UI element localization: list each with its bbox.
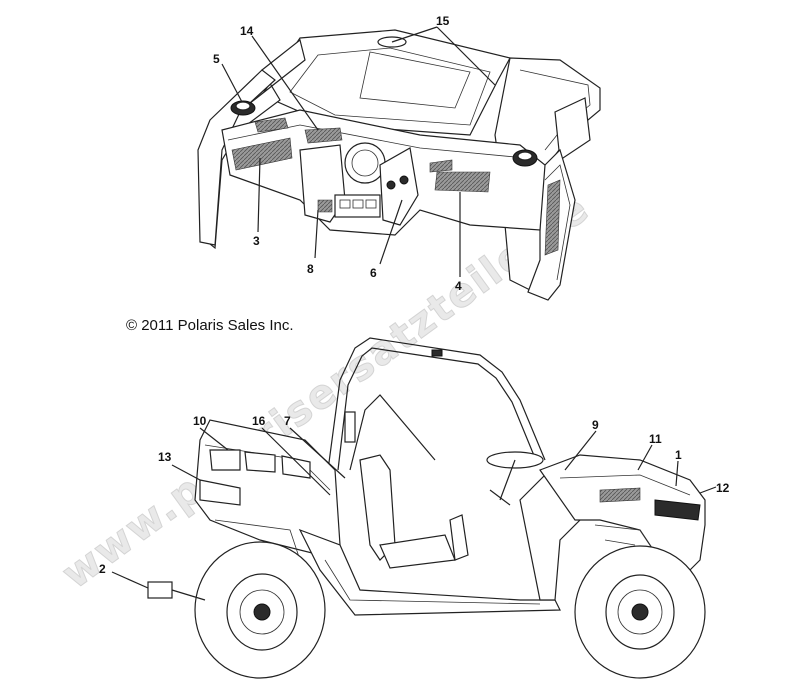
callout-7: 7 [284,414,291,428]
callout-8: 8 [307,262,314,276]
callout-4: 4 [455,279,462,293]
callout-3: 3 [253,234,260,248]
callout-5: 5 [213,52,220,66]
callout-1: 1 [675,448,682,462]
callout-12: 12 [716,481,730,495]
lower-leader-lines [111,427,717,601]
vehicle-side-view [147,337,706,679]
lower-callouts: 2 13 10 16 7 9 11 1 12 [99,414,730,576]
callout-14: 14 [240,24,254,38]
callout-16: 16 [252,414,266,428]
callout-13: 13 [158,450,172,464]
upper-leader-lines [221,26,496,277]
callout-6: 6 [370,266,377,280]
callout-15: 15 [436,14,450,28]
upper-callouts: 5 14 15 3 8 6 4 [213,14,462,293]
callout-11: 11 [649,432,662,446]
callout-10: 10 [193,414,207,428]
callout-2: 2 [99,562,106,576]
callout-9: 9 [592,418,599,432]
dash-hood-assembly [197,29,601,301]
copyright-text: © 2011 Polaris Sales Inc. [126,317,294,334]
